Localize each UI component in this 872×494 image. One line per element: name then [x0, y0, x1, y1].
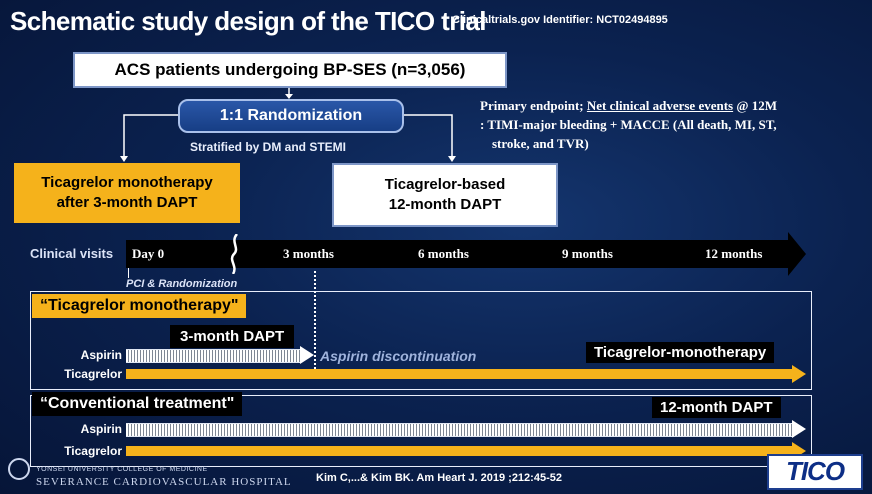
arm-dapt-line2: 12-month DAPT	[388, 196, 502, 213]
endpoint-line1: Primary endpoint; Net clinical adverse e…	[480, 96, 870, 115]
aspirin-bar-conv	[126, 423, 794, 437]
timeline-arrowhead	[788, 232, 806, 276]
patients-box: ACS patients undergoing BP-SES (n=3,056)	[73, 52, 507, 88]
ticagrelor-bar-mono	[126, 369, 794, 379]
citation: Kim C,...& Kim BK. Am Heart J. 2019 ;212…	[316, 472, 562, 484]
timeline-bar	[126, 240, 790, 268]
hospital-subtitle: YONSEI UNIVERSITY COLLEGE OF MEDICINE	[36, 466, 208, 473]
twelve-month-dapt-label: 12-month DAPT	[652, 397, 781, 418]
clinical-visits-label: Clinical visits	[30, 246, 114, 261]
endpoint-line2: : TIMI-major bleeding + MACCE (All death…	[480, 117, 777, 132]
tick-12-months: 12 months	[705, 246, 763, 261]
aspirin-arrowhead-conv	[792, 420, 806, 438]
tick-3-months: 3 months	[283, 246, 334, 261]
tico-logo: TICO	[767, 454, 863, 490]
aspirin-arrowhead-mono	[300, 346, 314, 364]
three-month-dapt-label: 3-month DAPT	[170, 325, 295, 348]
aspirin-label-conv: Aspirin	[80, 422, 122, 436]
ticagrelor-monotherapy-label: Ticagrelor-monotherapy	[586, 342, 775, 363]
aspirin-label-mono: Aspirin	[80, 348, 122, 362]
monotherapy-panel-title: “Ticagrelor monotherapy"	[32, 294, 247, 318]
primary-endpoint: Primary endpoint; Net clinical adverse e…	[480, 96, 870, 153]
tick-6-months: 6 months	[418, 246, 469, 261]
conventional-panel	[30, 395, 812, 467]
arrowhead-rand	[285, 94, 293, 99]
day0-marker-line	[128, 268, 129, 278]
ticagrelor-label-mono: Ticagrelor	[64, 367, 122, 381]
page-title: Schematic study design of the TICO trial	[10, 6, 486, 36]
arm-dapt-box: Ticagrelor-based 12-month DAPT	[332, 163, 558, 227]
pci-randomization-label: PCI & Randomization	[126, 278, 238, 290]
yonsei-seal-icon	[8, 458, 30, 480]
ticagrelor-label-conv: Ticagrelor	[64, 444, 122, 458]
arm-monotherapy-line1: Ticagrelor monotherapy	[41, 174, 213, 191]
conventional-panel-title: “Conventional treatment"	[32, 392, 243, 416]
arrowhead-right-arm	[448, 156, 456, 162]
endpoint-line3: stroke, and TVR)	[492, 136, 589, 151]
monotherapy-panel	[30, 291, 812, 390]
timeline-break-icon	[230, 234, 239, 274]
randomization-box: 1:1 Randomization	[178, 99, 404, 133]
arm-monotherapy-line2: after 3-month DAPT	[56, 194, 198, 211]
stratification-note: Stratified by DM and STEMI	[190, 140, 347, 154]
connector-left-arm	[123, 114, 178, 160]
connector-right-arm	[400, 114, 453, 160]
ticagrelor-arrowhead-mono	[792, 365, 806, 383]
tick-9-months: 9 months	[562, 246, 613, 261]
endpoint-prefix: Primary endpoint;	[480, 98, 587, 113]
three-month-divider	[314, 271, 316, 377]
trial-identifier: Clinicaltrials.gov Identifier: NCT024948…	[452, 14, 668, 26]
arm-dapt-line1: Ticagrelor-based	[384, 176, 506, 193]
tick-day0: Day 0	[132, 246, 165, 261]
aspirin-bar-mono	[126, 349, 300, 363]
arm-monotherapy-box: Ticagrelor monotherapy after 3-month DAP…	[14, 163, 240, 223]
endpoint-main: Net clinical adverse events	[586, 98, 734, 113]
arrowhead-left-arm	[120, 156, 128, 162]
endpoint-timing: @ 12M	[733, 98, 777, 113]
aspirin-discontinuation-label: Aspirin discontinuation	[320, 348, 477, 364]
ticagrelor-bar-conv	[126, 446, 794, 456]
hospital-name: SEVERANCE CARDIOVASCULAR HOSPITAL	[36, 476, 292, 488]
